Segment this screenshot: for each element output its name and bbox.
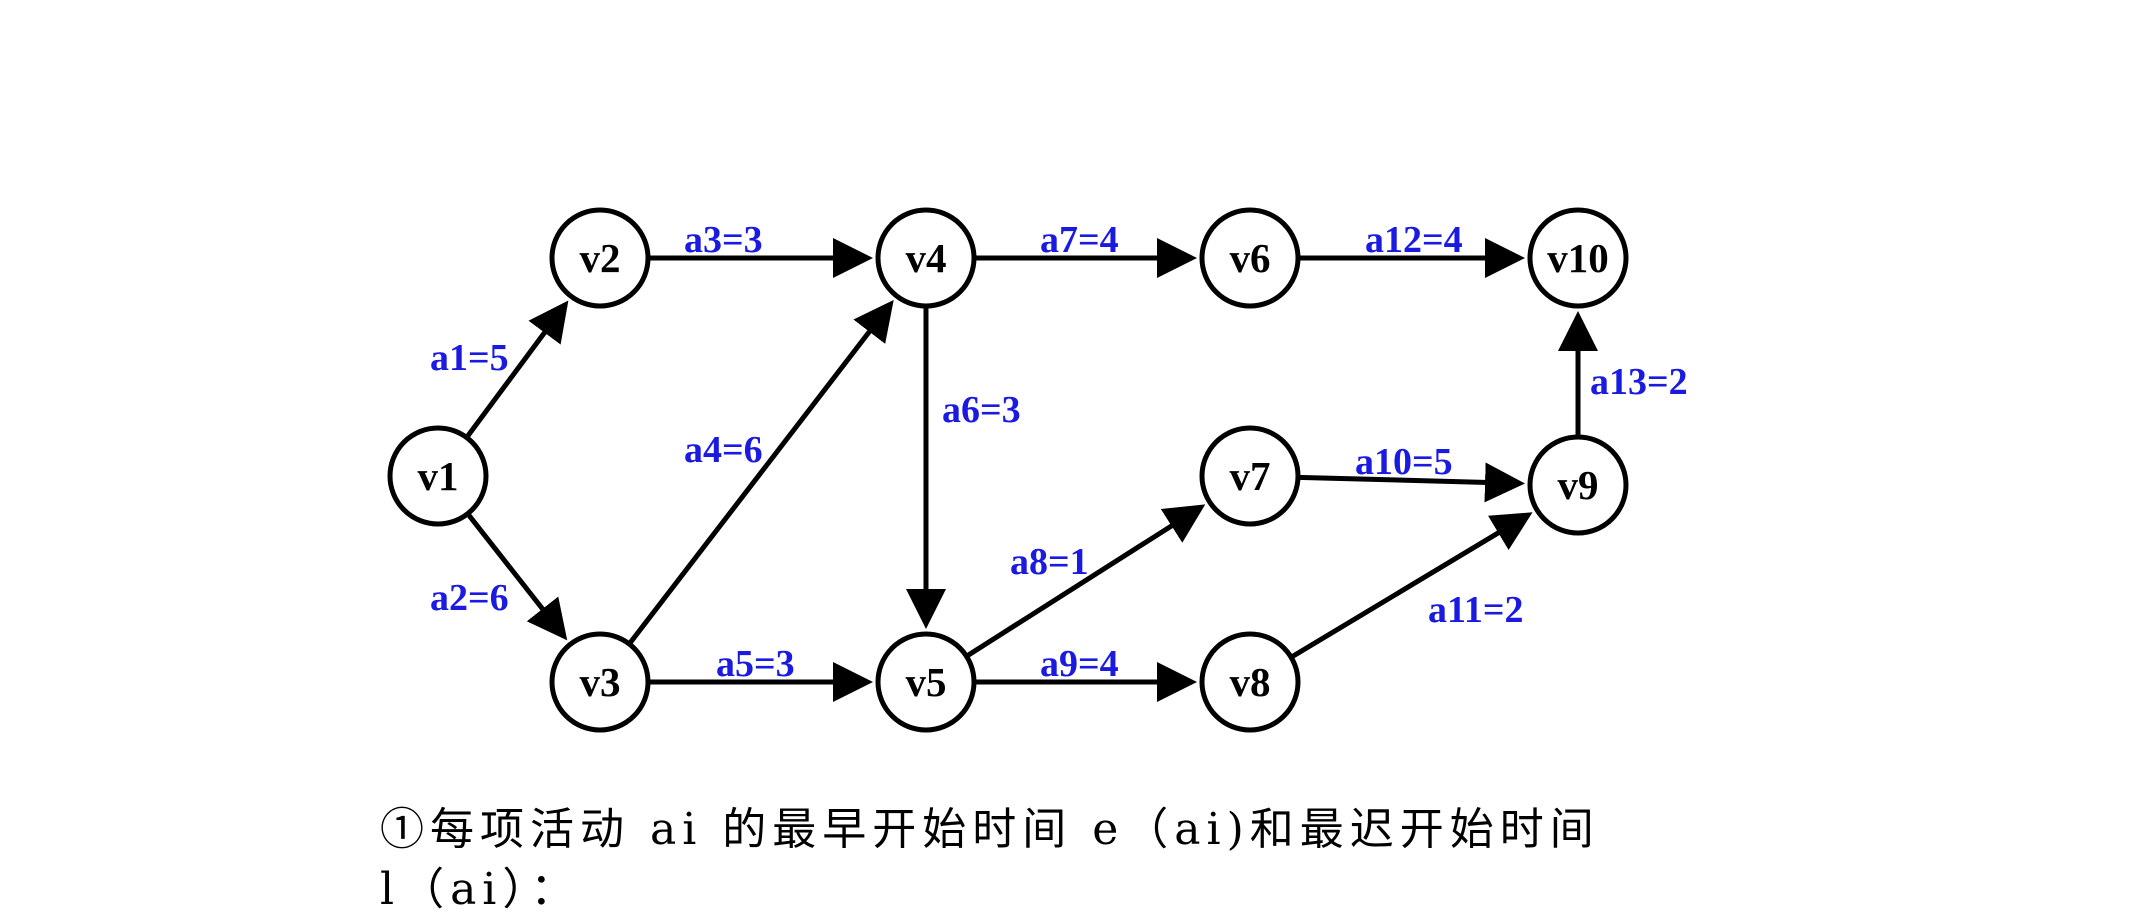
caption-line-1: ①每项活动 ai 的最早开始时间 e（ai)和最迟开始时间 bbox=[380, 804, 1600, 855]
node-v1: v1 bbox=[387, 425, 489, 527]
edge-a10 bbox=[1297, 462, 1526, 503]
edge-labels-layer: a1=5 a2=6 a3=3 a4=6 a5=3 a6=3 a7=4 a8=1 a9=4 a10=… bbox=[430, 219, 1688, 685]
node-label-v6: v6 bbox=[1230, 235, 1271, 281]
node-circle-v4 bbox=[875, 207, 977, 309]
edge-a1 bbox=[464, 300, 569, 439]
edge-label-a3: a3=3 bbox=[684, 219, 763, 261]
node-v9: v9 bbox=[1527, 434, 1629, 536]
node-v6: v6 bbox=[1199, 207, 1301, 309]
node-v5: v5 bbox=[875, 631, 977, 733]
edge-label-a12: a12=4 bbox=[1365, 219, 1463, 261]
edge-label-a13: a13=2 bbox=[1590, 361, 1688, 403]
node-v7: v7 bbox=[1199, 425, 1301, 527]
edge-label-a4: a4=6 bbox=[684, 429, 763, 471]
node-label-v8: v8 bbox=[1230, 659, 1271, 705]
edge-label-a1: a1=5 bbox=[430, 337, 509, 379]
edge-label-a9: a9=4 bbox=[1040, 643, 1119, 685]
node-circle-v6 bbox=[1199, 207, 1301, 309]
node-label-v7: v7 bbox=[1230, 453, 1271, 499]
node-label-v5: v5 bbox=[906, 659, 947, 705]
nodes-layer: v1 v2 v3 v4 v5 v6 v7 v8 v9 v10 bbox=[387, 207, 1629, 733]
node-label-v10: v10 bbox=[1547, 235, 1609, 281]
edge-label-a7: a7=4 bbox=[1040, 219, 1119, 261]
edge-label-a11: a11=2 bbox=[1428, 589, 1524, 631]
edge-a2 bbox=[465, 512, 568, 641]
edges-layer bbox=[464, 238, 1598, 702]
node-label-v1: v1 bbox=[418, 453, 459, 499]
node-v2: v2 bbox=[549, 207, 651, 309]
edge-label-a2: a2=6 bbox=[430, 577, 509, 619]
edge-a11 bbox=[1289, 512, 1533, 660]
edge-label-a8: a8=1 bbox=[1010, 541, 1089, 583]
node-circle-v1 bbox=[387, 425, 489, 527]
node-circle-v2 bbox=[549, 207, 651, 309]
node-circle-v3 bbox=[549, 631, 651, 733]
node-label-v9: v9 bbox=[1558, 462, 1599, 508]
node-circle-v9 bbox=[1527, 434, 1629, 536]
caption: ①每项活动 ai 的最早开始时间 e（ai)和最迟开始时间 l（ai）： bbox=[380, 800, 1880, 920]
node-label-v4: v4 bbox=[906, 235, 947, 281]
node-circle-v8 bbox=[1199, 631, 1301, 733]
edge-label-a10: a10=5 bbox=[1355, 441, 1453, 483]
node-circle-v5 bbox=[875, 631, 977, 733]
node-v3: v3 bbox=[549, 631, 651, 733]
caption-line-2: l（ai）： bbox=[380, 864, 581, 915]
node-v10: v10 bbox=[1527, 207, 1629, 309]
edge-a4 bbox=[627, 300, 894, 646]
edge-label-a5: a5=3 bbox=[716, 643, 795, 685]
node-v8: v8 bbox=[1199, 631, 1301, 733]
node-label-v3: v3 bbox=[580, 659, 621, 705]
edge-label-a6: a6=3 bbox=[942, 389, 1021, 431]
node-circle-v7 bbox=[1199, 425, 1301, 527]
node-circle-v10 bbox=[1527, 207, 1629, 309]
node-v4: v4 bbox=[875, 207, 977, 309]
node-label-v2: v2 bbox=[580, 235, 621, 281]
edge-a8 bbox=[965, 504, 1206, 659]
aoe-network-diagram: a1=5 a2=6 a3=3 a4=6 a5=3 a6=3 a7=4 a8=1 a9=4 a10=… bbox=[387, 207, 1688, 733]
